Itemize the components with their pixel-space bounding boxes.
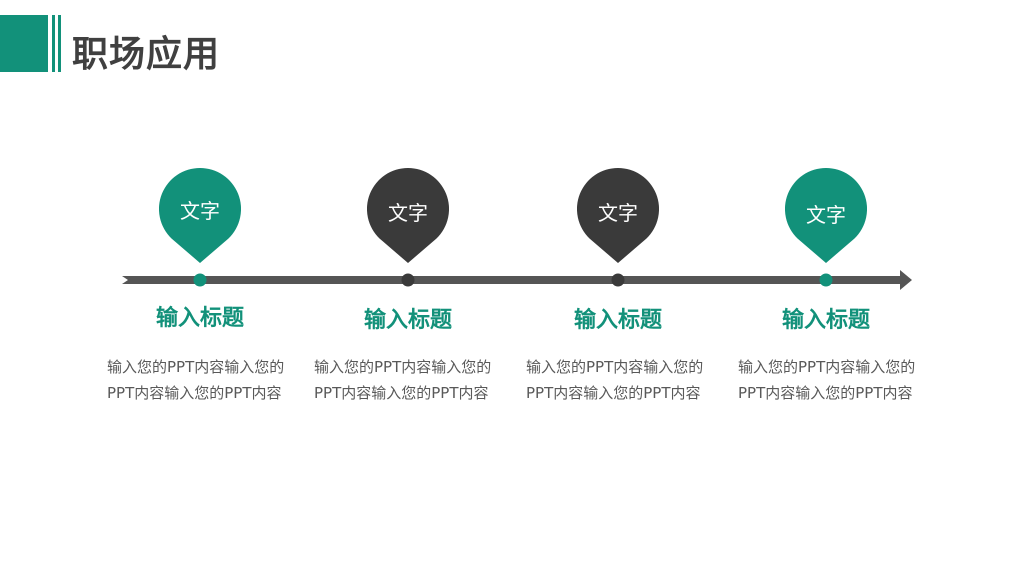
map-pin-icon — [159, 168, 241, 263]
pin-label: 文字 — [806, 203, 846, 227]
step-description: 输入您的PPT内容输入您的PPT内容输入您的PPT内容 — [314, 358, 492, 402]
timeline-step: 文字 输入标题 输入您的PPT内容输入您的PPT内容输入您的PPT内容 — [95, 0, 305, 576]
timeline-step: 文字 输入标题 输入您的PPT内容输入您的PPT内容输入您的PPT内容 — [513, 0, 723, 576]
map-pin-icon — [577, 168, 659, 263]
pin-label: 文字 — [388, 201, 428, 225]
step-title: 输入标题 — [573, 308, 662, 333]
pin-label: 文字 — [180, 199, 220, 223]
header-accent-stripe — [52, 15, 55, 72]
step-title: 输入标题 — [781, 308, 870, 333]
step-title: 输入标题 — [363, 308, 452, 333]
map-pin-icon — [785, 168, 867, 263]
step-description: 输入您的PPT内容输入您的PPT内容输入您的PPT内容 — [107, 358, 285, 402]
pin-shape — [577, 168, 659, 263]
timeline-step: 文字 输入标题 输入您的PPT内容输入您的PPT内容输入您的PPT内容 — [303, 0, 513, 576]
pin-shape — [159, 168, 241, 263]
page-title: 职场应用 — [72, 34, 221, 75]
step-title: 输入标题 — [155, 306, 244, 331]
timeline-step: 文字 输入标题 输入您的PPT内容输入您的PPT内容输入您的PPT内容 — [721, 0, 931, 576]
pin-shape — [367, 168, 449, 263]
map-pin-icon — [367, 168, 449, 263]
pin-shape — [785, 168, 867, 263]
header-accent-stripe — [58, 15, 61, 72]
pin-label: 文字 — [598, 201, 638, 225]
step-description: 输入您的PPT内容输入您的PPT内容输入您的PPT内容 — [738, 358, 916, 402]
step-description: 输入您的PPT内容输入您的PPT内容输入您的PPT内容 — [526, 358, 704, 402]
header-accent-block — [0, 15, 48, 72]
